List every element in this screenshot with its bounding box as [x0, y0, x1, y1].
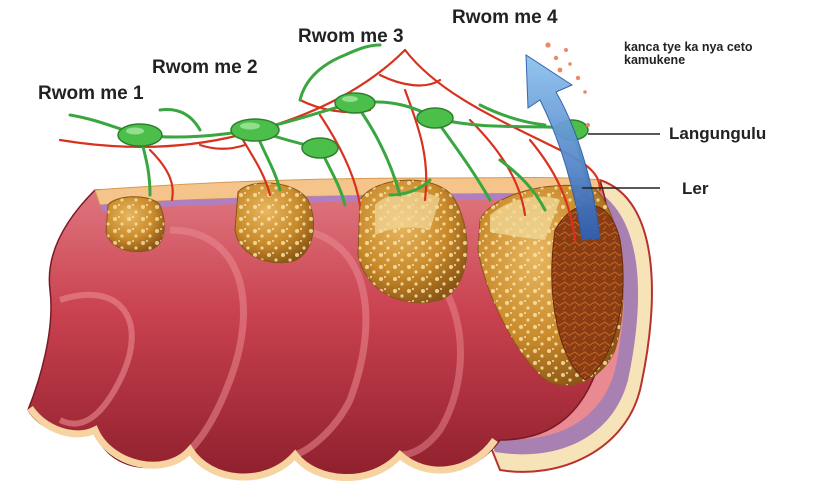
- lymph-node-highlight: [342, 96, 358, 102]
- label-spread-note-line2: kamukene: [624, 54, 753, 67]
- tumor-stage-3: [358, 180, 467, 302]
- tumor-stage-1: [106, 197, 164, 252]
- lymph-node: [417, 108, 453, 128]
- lymph-node: [118, 124, 162, 146]
- label-stage-4: Rwom me 4: [452, 8, 558, 27]
- lymph-node-highlight: [240, 123, 260, 130]
- lymph-node-highlight: [126, 128, 144, 135]
- label-stage-1: Rwom me 1: [38, 84, 144, 103]
- label-stage-3: Rwom me 3: [298, 27, 404, 46]
- tumor-stage-2: [235, 183, 314, 263]
- lymph-node: [231, 119, 279, 141]
- lymph-node: [335, 93, 375, 113]
- lymph-node: [302, 138, 338, 158]
- label-spread-note: kanca tye ka nya ceto kamukene: [624, 41, 753, 67]
- label-lymph-node: Langungulu: [669, 125, 766, 142]
- label-stage-2: Rwom me 2: [152, 58, 258, 77]
- label-blood-vessel: Ler: [682, 180, 708, 197]
